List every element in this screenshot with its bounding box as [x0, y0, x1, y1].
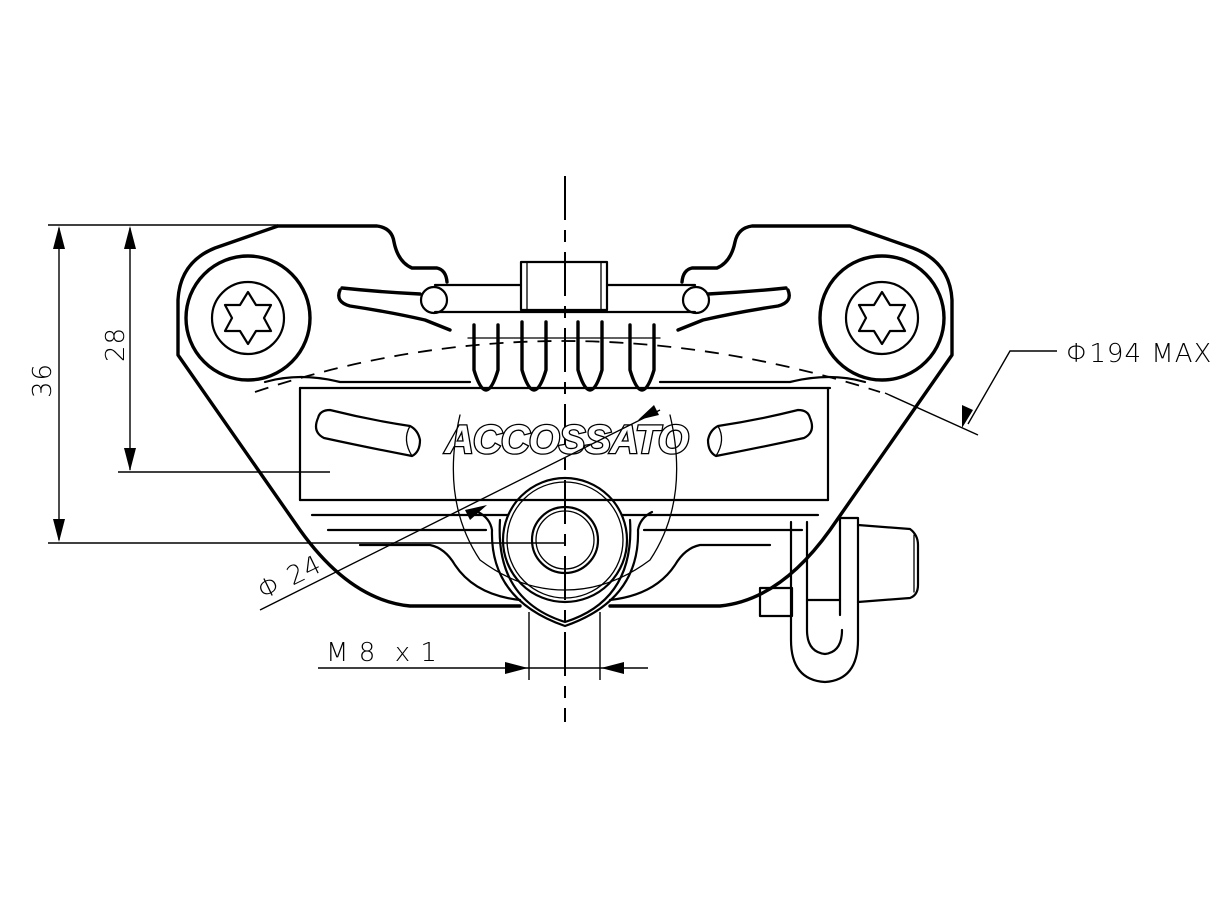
left-mounting-bolt: [184, 254, 312, 382]
dimension-overall-height: 36: [28, 224, 565, 544]
dimension-label-thread: M 8 x 1: [326, 638, 438, 668]
pad-tabs: [467, 320, 661, 392]
right-mounting-bolt: [818, 254, 946, 382]
cooling-slots: [314, 408, 814, 458]
torx-star-icon: [223, 290, 273, 346]
disc-outline-dashed: [254, 340, 881, 393]
dimension-label-36: 36: [28, 363, 58, 398]
dimension-thread-spec: M 8 x 1: [318, 612, 648, 680]
dimension-disc-max: Φ194 MAX: [884, 339, 1212, 436]
brand-logo: ACCOSSATO: [444, 418, 689, 462]
piston-port: [452, 414, 678, 628]
torx-star-icon: [857, 290, 907, 346]
dimension-label-phi194-max: Φ194 MAX: [1066, 339, 1212, 369]
pad-retaining-pin: [337, 260, 791, 332]
caliper-body: [176, 224, 954, 608]
dimension-label-phi24: Φ 24: [253, 550, 327, 607]
dimension-mount-height: 28: [101, 226, 330, 473]
dimension-label-28: 28: [101, 327, 131, 362]
bleeder-valve: [758, 516, 920, 684]
